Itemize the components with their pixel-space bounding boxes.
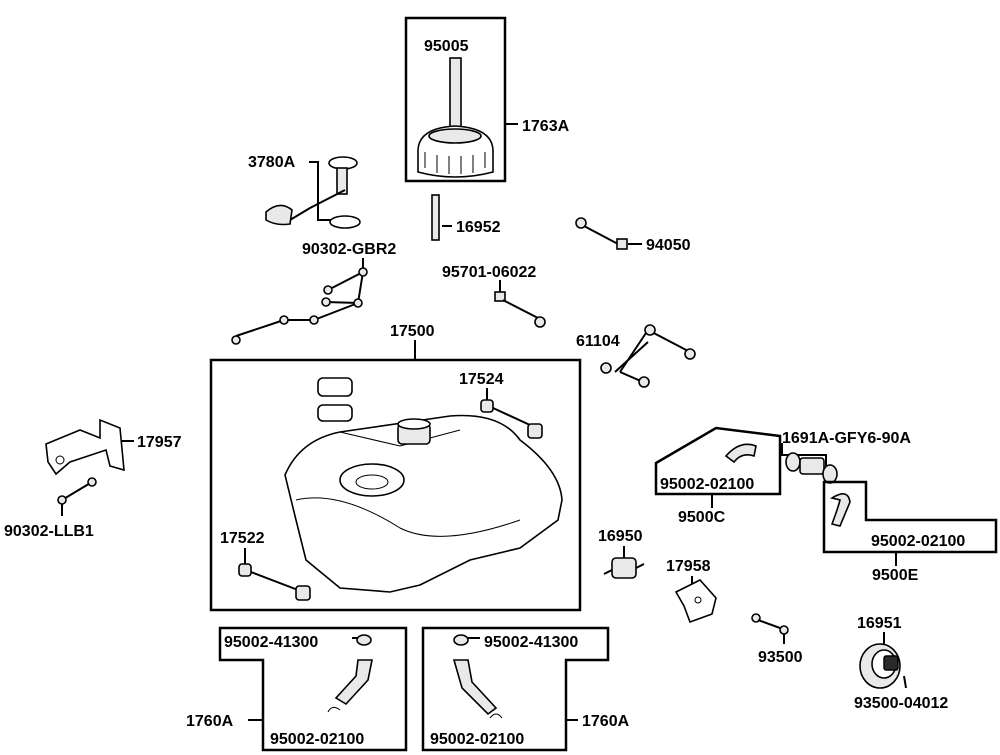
- label-1763A: 1763A: [522, 118, 570, 135]
- label-3780A: 3780A: [248, 154, 296, 171]
- label-95002-02100-l: 95002-02100: [270, 731, 364, 748]
- tank-gasket-upper: [317, 377, 353, 397]
- hose-1760A-left: [334, 659, 373, 706]
- label-95002-02100-r: 95002-02100: [430, 731, 524, 748]
- bracket-17957: [45, 418, 134, 476]
- bolt-95701-06022: [494, 280, 546, 328]
- fuel-float: [265, 204, 293, 226]
- label-95002-02100-e: 95002-02100: [871, 533, 965, 550]
- bracket-17958: [674, 576, 717, 624]
- label-95005: 95005: [424, 38, 469, 55]
- label-61104: 61104: [576, 333, 620, 350]
- label-16952: 16952: [456, 219, 501, 236]
- fuel-tank-box: [209, 358, 582, 612]
- rubber-cushion-17524: [480, 388, 543, 439]
- label-90302-GBR2: 90302-GBR2: [302, 241, 396, 258]
- sender-gasket: [329, 215, 361, 229]
- label-16950: 16950: [598, 528, 643, 545]
- label-17958: 17958: [666, 558, 711, 575]
- label-90302-LLB1: 90302-LLB1: [4, 523, 94, 540]
- rubber-cushion-17522: [238, 548, 311, 601]
- label-16951: 16951: [857, 615, 902, 632]
- fuel-cap-box: [404, 16, 507, 183]
- label-9500C: 9500C: [678, 509, 726, 526]
- tank-gasket-lower: [317, 404, 353, 422]
- bolt-set-90302-LLB1: [57, 477, 97, 516]
- label-1760A-l: 1760A: [186, 713, 234, 730]
- bolt-set-90302-GBR2: [231, 258, 368, 345]
- label-9500E: 9500E: [872, 567, 919, 584]
- hose-9500C: [724, 443, 757, 464]
- label-17522: 17522: [220, 530, 265, 547]
- label-1760A-r: 1760A: [582, 713, 630, 730]
- hose-group-9500E: [822, 480, 998, 566]
- label-93500-04012: 93500-04012: [854, 695, 948, 712]
- hose-group-1760A-left: [218, 626, 408, 752]
- label-93500: 93500: [758, 649, 803, 666]
- hose-1760A-right: [452, 659, 498, 716]
- hose-group-1760A-right: [421, 626, 610, 752]
- tank-bracket: [45, 418, 125, 476]
- fuel-valve-1691A: [781, 443, 838, 484]
- label-94050: 94050: [646, 237, 691, 254]
- label-17524: 17524: [459, 371, 504, 388]
- fuel-cap-group: [404, 16, 518, 183]
- bolt-set-61104: [600, 324, 696, 388]
- bolt-16952: [431, 194, 452, 241]
- hose-9500E: [829, 493, 851, 527]
- fuel-tank-group: [209, 358, 582, 612]
- bolt-94050: [575, 217, 642, 250]
- label-95002-41300-r: 95002-41300: [484, 634, 578, 651]
- screw-93500: [751, 613, 789, 644]
- label-95002-41300-l: 95002-41300: [224, 634, 318, 651]
- hose-group-9500C: [654, 426, 782, 508]
- label-95701-06022: 95701-06022: [442, 264, 536, 281]
- label-17500: 17500: [390, 323, 435, 340]
- fuel-pump-16950: [603, 546, 645, 579]
- pump-module-16951: [859, 632, 907, 689]
- fuel-sender-unit: [265, 156, 361, 229]
- fuel-tank: [284, 414, 563, 593]
- label-17957: 17957: [137, 434, 182, 451]
- label-95002-02100-c: 95002-02100: [660, 476, 754, 493]
- label-1691A-GFY6-90A: 1691A-GFY6-90A: [782, 430, 911, 447]
